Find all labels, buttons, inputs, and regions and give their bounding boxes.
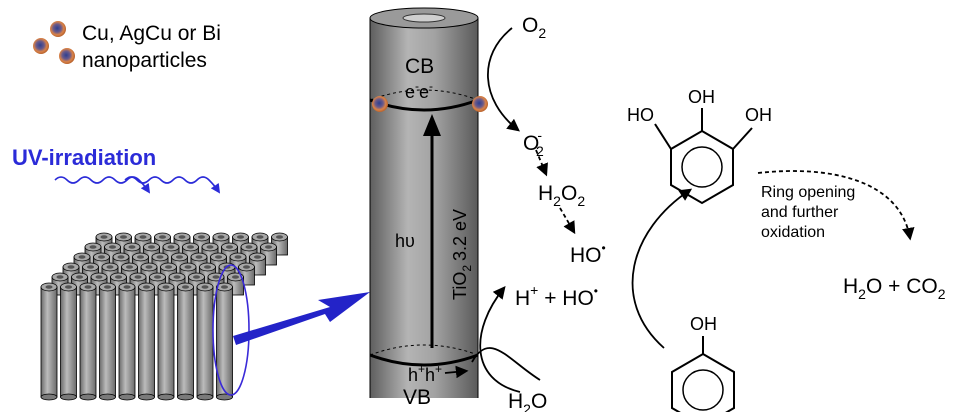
proton-hydroxyl-label: H+ + HO• — [515, 282, 598, 310]
legend-nanoparticle-icons — [33, 21, 75, 64]
electrons-label: e-e- — [405, 79, 433, 102]
surface-nanoparticle-right — [472, 96, 488, 112]
array-nanotube — [216, 282, 233, 401]
hydrogen-peroxide-label: H2O2 — [538, 182, 585, 209]
phenol-hydroxyl: OH — [690, 314, 717, 334]
phenol-molecule — [671, 336, 735, 412]
large-nanotube — [369, 7, 479, 398]
legend-line-2: nanoparticles — [82, 49, 207, 72]
superoxide-label: O-2 — [523, 127, 544, 159]
array-nanotube — [118, 282, 136, 401]
conduction-band-label: CB — [405, 55, 434, 78]
array-nanotube — [40, 282, 58, 401]
array-nanotube — [157, 282, 175, 401]
svg-text:e-e-: e-e- — [405, 79, 433, 102]
array-nanotube — [177, 282, 194, 401]
array-nanotube — [196, 282, 214, 401]
surface-nanoparticle-left — [372, 96, 388, 112]
hydroxyl-group-3: OH — [745, 105, 772, 125]
svg-text:TiO23.2 eV: TiO23.2 eV — [450, 209, 474, 300]
array-nanotube — [79, 282, 97, 401]
array-nanotube — [60, 282, 77, 401]
array-nanotube — [99, 282, 116, 401]
svg-text:h+h+: h+h+ — [408, 362, 442, 385]
array-nanotube — [171, 252, 188, 276]
photon-label: hυ — [395, 231, 415, 251]
zoom-arrow — [233, 292, 370, 345]
products-label: H2O + CO2 — [843, 275, 946, 302]
water-label: H2O — [508, 390, 547, 412]
bandgap-label: TiO23.2 eV — [450, 209, 474, 300]
ring-opening-line-3: oxidation — [761, 224, 825, 241]
array-nanotube — [138, 282, 155, 401]
ring-opening-line-1: Ring opening — [761, 184, 855, 201]
hydroxyl-group-1: HO — [627, 105, 654, 125]
array-nanotube — [238, 262, 255, 286]
selected-tube-ellipse — [212, 264, 250, 396]
hydroxyl-group-2: OH — [688, 87, 715, 107]
oxygen-label: O2 — [522, 14, 546, 41]
hydroxyl-radical-top: HO• — [570, 241, 606, 267]
uv-wave-arrows — [54, 176, 221, 194]
array-nanotube — [227, 272, 244, 296]
reaction-arrows — [444, 27, 915, 393]
valence-band-label: VB — [403, 386, 431, 409]
uv-irradiation-label: UV-irradiation — [12, 145, 156, 170]
pyrogallol-molecule — [654, 108, 753, 205]
ring-opening-line-2: and further — [761, 204, 839, 221]
nanotube-array — [40, 232, 288, 401]
holes-label: h+h+ — [408, 362, 442, 385]
legend-line-1: Cu, AgCu or Bi — [82, 22, 221, 45]
excitation-arrow-head — [423, 114, 441, 136]
